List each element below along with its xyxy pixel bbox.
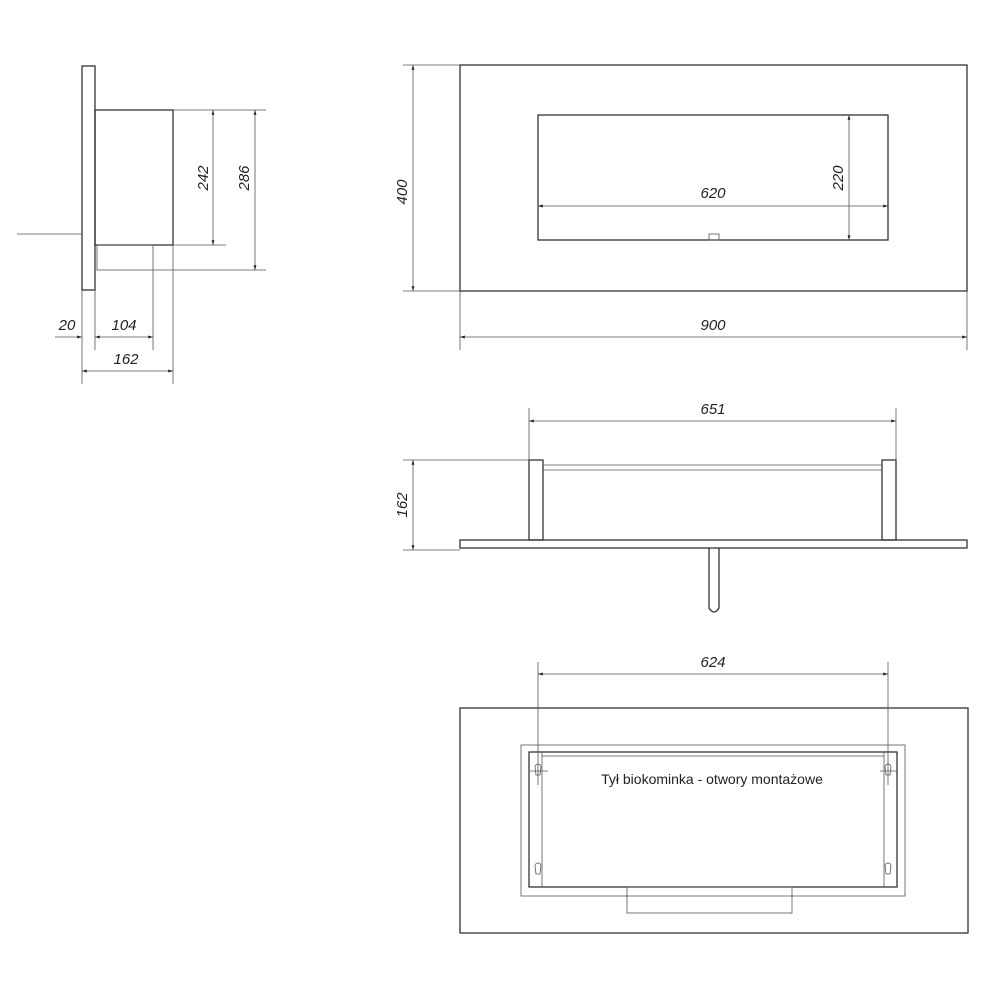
front-view: 220 620 400 900 (394, 64, 968, 350)
rear-note: Tył biokominka - otwory montażowe (601, 771, 823, 787)
dim-900: 900 (700, 317, 726, 334)
dim-286: 286 (236, 165, 253, 192)
dim-651: 651 (700, 401, 725, 418)
dim-20: 20 (58, 317, 76, 334)
dim-162: 162 (113, 351, 139, 368)
dim-220: 220 (830, 165, 847, 192)
dim-400: 400 (394, 179, 411, 205)
dim-162-top: 162 (394, 492, 411, 518)
side-view: 242 286 20 104 162 (17, 65, 266, 384)
dim-242: 242 (195, 165, 212, 192)
rear-view: 624 Tył biokominka - otwory montażowe (459, 654, 969, 934)
dim-104: 104 (111, 317, 136, 334)
dim-624: 624 (700, 654, 725, 671)
top-view: 651 162 (394, 401, 968, 613)
mounting-hole-icon (530, 763, 898, 875)
dim-620: 620 (700, 185, 726, 202)
